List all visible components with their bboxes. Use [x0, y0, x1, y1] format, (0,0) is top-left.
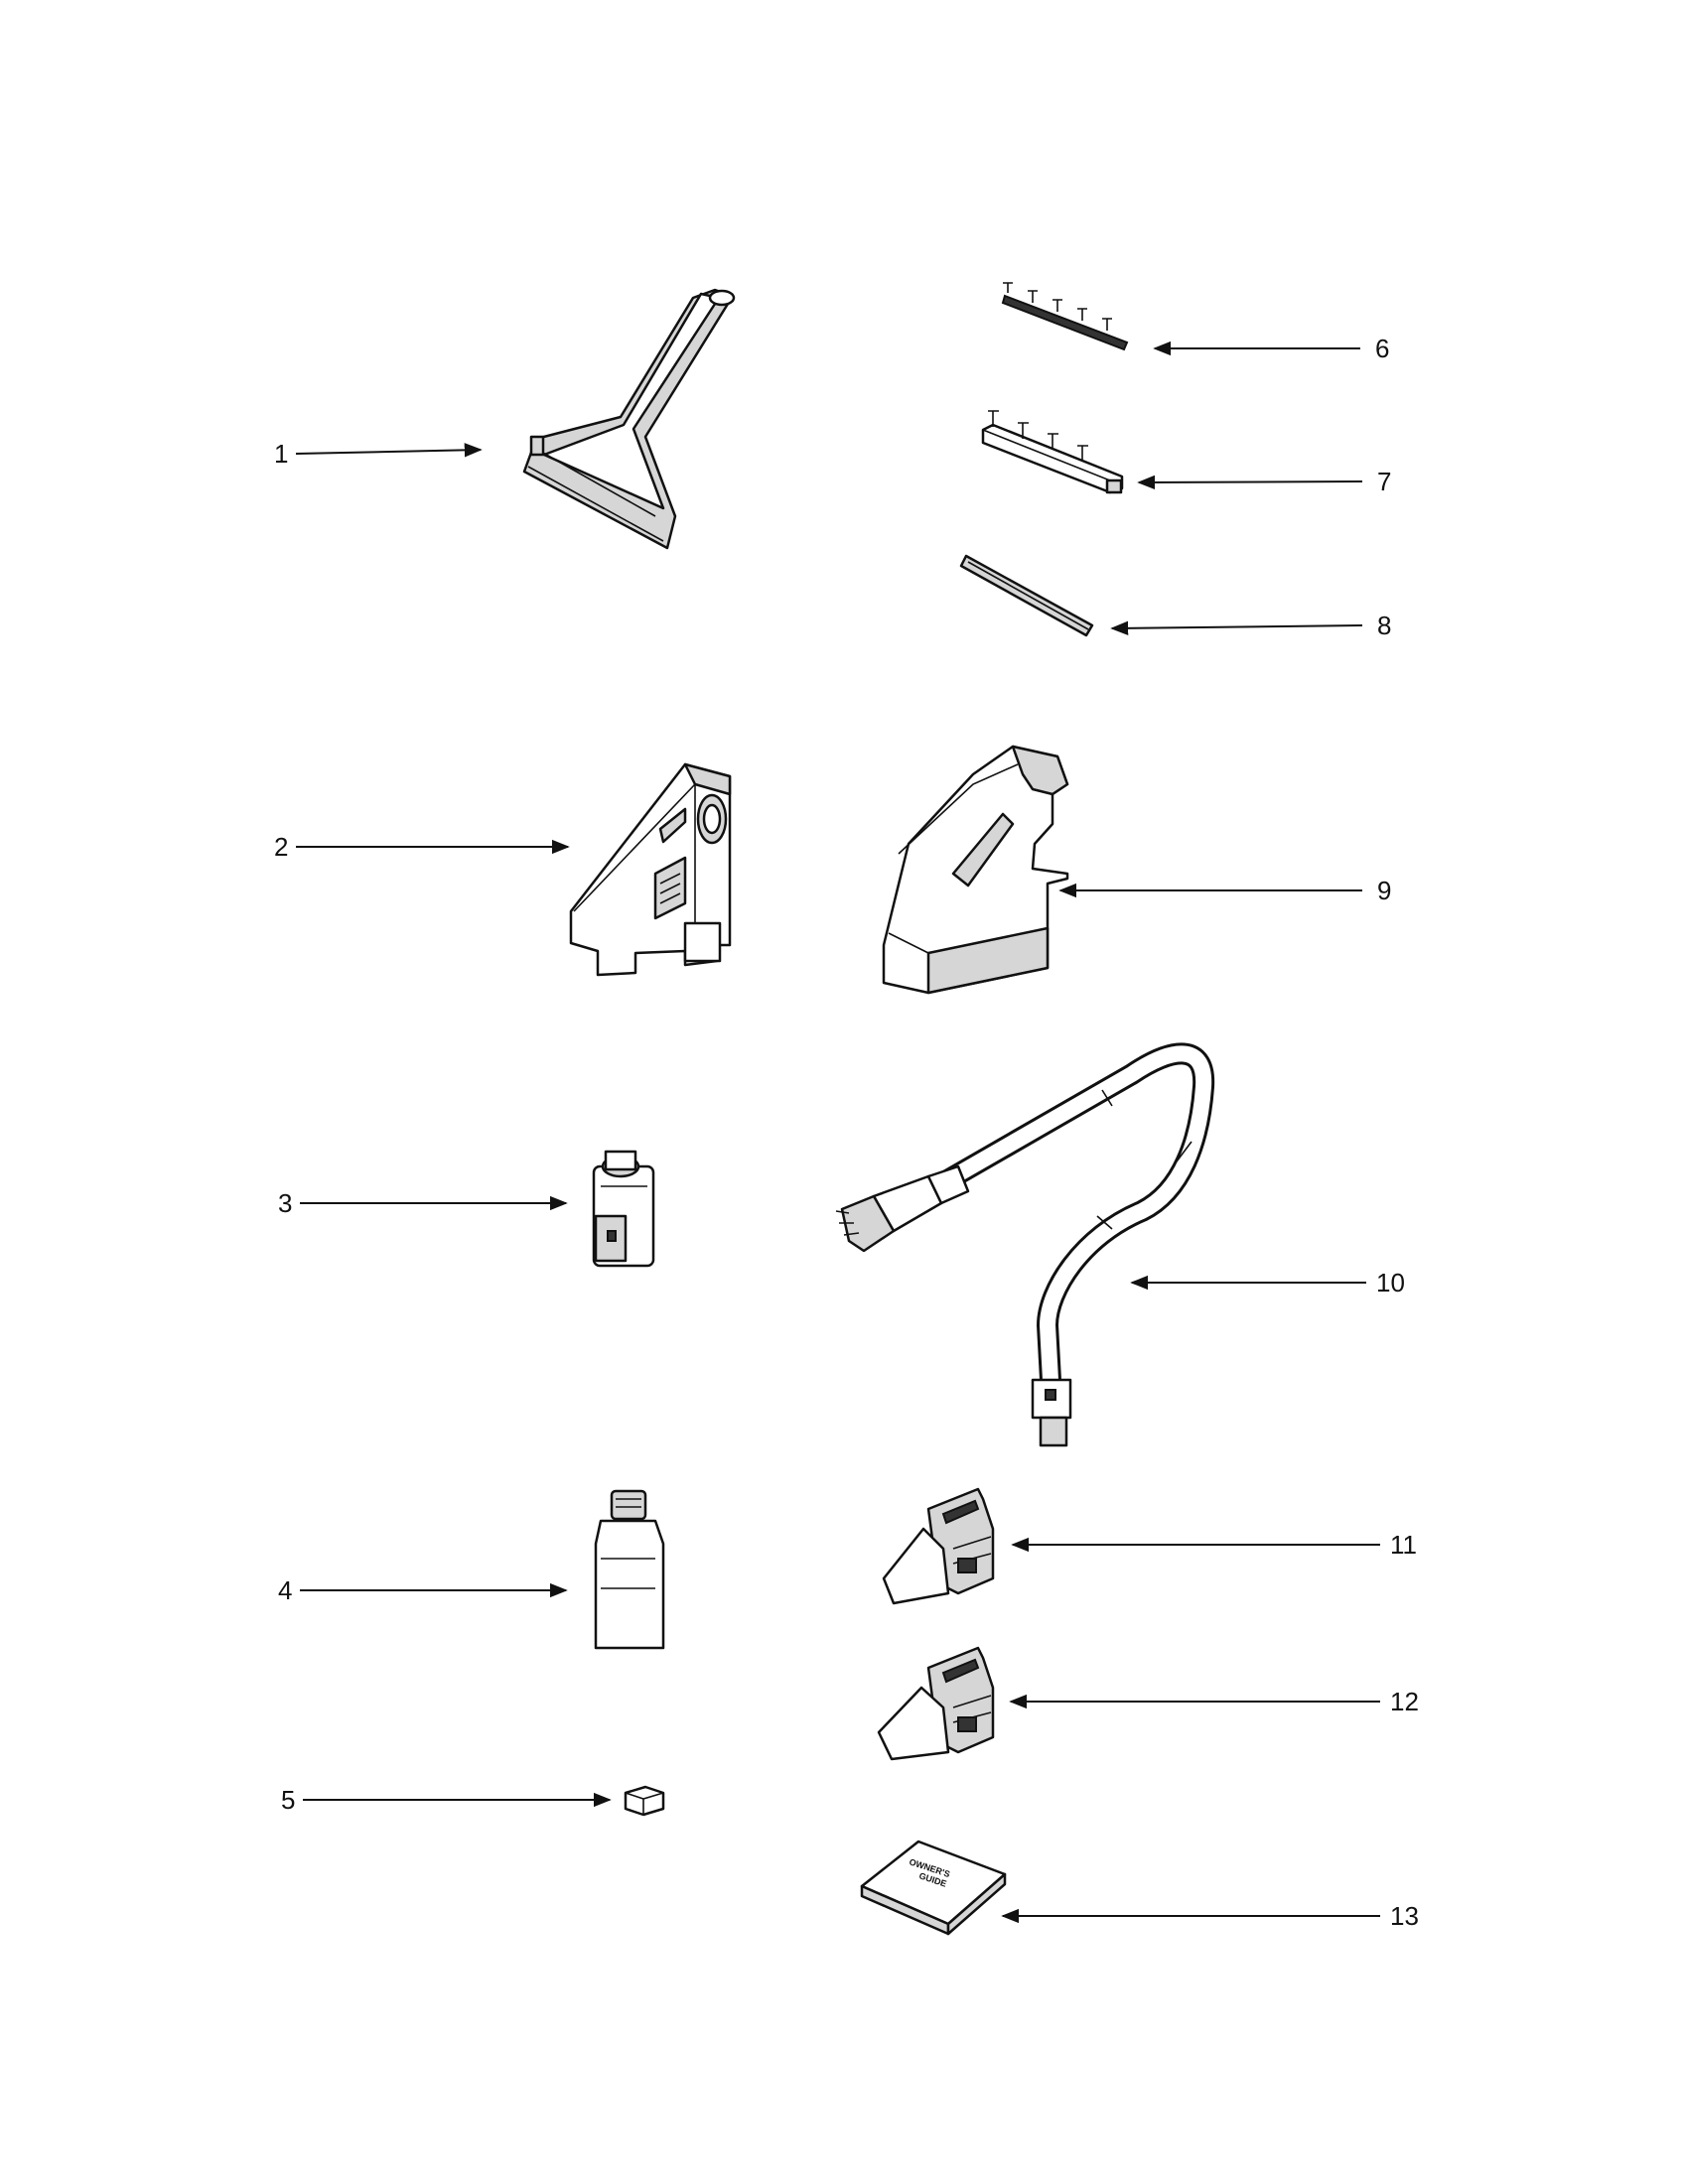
part-3-pump: [592, 1150, 655, 1268]
callout-4: 4: [278, 1575, 292, 1605]
callout-1: 1: [274, 439, 288, 469]
part-10-hose-assembly: [835, 1042, 1215, 1447]
callout-lines: [295, 341, 1380, 1924]
part-7-nozzle-bar: [981, 410, 1124, 494]
part-8-squeegee: [959, 554, 1094, 637]
callout-11: 11: [1390, 1530, 1417, 1560]
callout-9: 9: [1377, 876, 1391, 905]
callout-8: 8: [1377, 611, 1391, 640]
part-6-brush-strip: [1001, 282, 1129, 351]
part-5-filter-cube: [624, 1785, 665, 1817]
callout-labels: 1 2 3 4 5 6 7 8 9 10 11 12 13: [274, 334, 1419, 1931]
leader-7: [1137, 475, 1363, 490]
callout-12: 12: [1390, 1687, 1419, 1716]
callout-5: 5: [281, 1785, 295, 1815]
part-1-upholstery-tool: [522, 288, 736, 550]
part-2-tank-housing: [569, 762, 732, 977]
callout-3: 3: [278, 1188, 292, 1218]
part-9-recovery-tank: [882, 745, 1069, 995]
part-11-hand-tool: [882, 1487, 995, 1605]
callout-10: 10: [1376, 1268, 1405, 1297]
callout-2: 2: [274, 832, 288, 862]
callout-13: 13: [1390, 1901, 1419, 1931]
part-12-hand-tool: [877, 1646, 995, 1761]
leader-8: [1110, 620, 1363, 636]
leader-1: [295, 443, 483, 458]
part-4-solution-bottle: [594, 1489, 665, 1650]
callout-7: 7: [1377, 467, 1391, 496]
callout-6: 6: [1375, 334, 1389, 363]
part-13-owners-guide: OWNER'S GUIDE: [860, 1840, 1007, 1936]
